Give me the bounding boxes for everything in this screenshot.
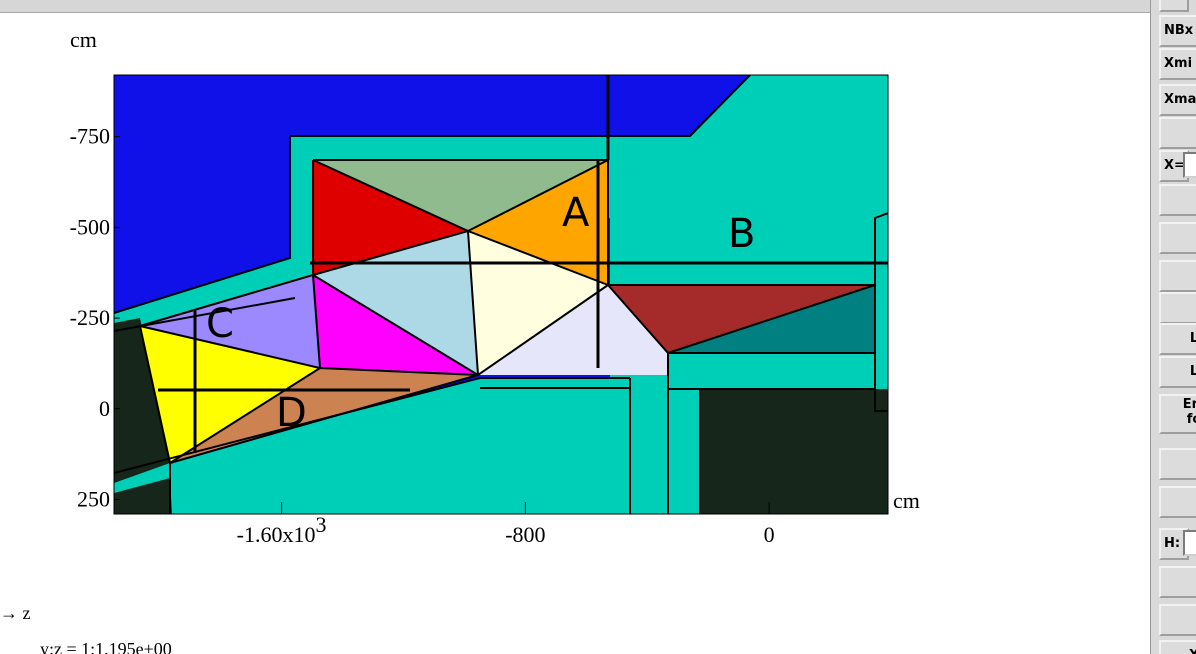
section-cut-lines [158, 75, 888, 453]
panel-button-em-label: Emfo [1182, 397, 1196, 427]
x-tick-label: -1.60x103 [237, 512, 327, 547]
axis-direction-label: z [22, 603, 31, 623]
y-tick-label: -250 [70, 305, 110, 330]
panel-button-18[interactable] [1159, 604, 1196, 636]
x-tick-label: 0 [764, 522, 775, 547]
panel-button-15[interactable] [1159, 486, 1196, 518]
x-tick-label: -800 [505, 522, 545, 547]
region-channel-left [630, 373, 668, 514]
region-lower-teal-band [114, 378, 630, 514]
arrow-right-icon: → [0, 603, 18, 623]
region-red [313, 160, 468, 275]
region-c-yellow [140, 326, 320, 463]
plot-canvas[interactable]: A B C D cm cm -750 -500 -250 0 250 -1.60x103… [0, 13, 1150, 654]
panel-button-l1[interactable]: L [1159, 323, 1196, 355]
region-lavender [140, 275, 320, 368]
region-label-a: A [562, 190, 590, 236]
h-value-input[interactable] [1183, 530, 1196, 556]
region-label-b: B [728, 211, 755, 257]
x-tick-exponent: 3 [316, 512, 327, 537]
xmin-button[interactable]: Xmi [1159, 48, 1196, 80]
aspect-ratio-note: y:z = 1:1.195e+00 [40, 639, 172, 654]
panel-button-em[interactable]: Emfo [1159, 394, 1196, 434]
x-value-input[interactable] [1183, 152, 1196, 178]
region-right-dark-block [700, 389, 888, 514]
region-channel-right [670, 389, 700, 514]
y-axis-unit: cm [70, 27, 97, 52]
y-tick-label: -750 [70, 124, 110, 149]
geometry-plot[interactable]: A B C D cm cm -750 -500 -250 0 250 -1.60x103… [0, 13, 1150, 654]
region-b-brown [608, 285, 875, 353]
region-cream [468, 231, 608, 375]
y-tick-label: 250 [77, 486, 110, 511]
y-tick-label: -500 [70, 214, 110, 239]
y-tick-label: 0 [99, 396, 110, 421]
panel-button-l2[interactable]: L [1159, 356, 1196, 388]
plot-frame [113, 74, 889, 515]
xmax-button[interactable]: Xma [1159, 84, 1196, 116]
region-a-orange [468, 160, 608, 285]
nbx-button[interactable]: NBx [1159, 15, 1196, 47]
axis-direction-note: → z [0, 603, 31, 624]
region-label-d: D [276, 390, 307, 436]
panel-button-14[interactable] [1159, 448, 1196, 480]
region-palelilac [478, 285, 668, 375]
region-left-dark [114, 318, 170, 483]
geometry-regions: A B C D [114, 75, 888, 514]
region-sage [313, 160, 608, 231]
panel-button-8[interactable] [1159, 222, 1196, 254]
top-toolbar [0, 0, 1150, 13]
region-bottom-left-dark [114, 478, 172, 514]
y-axis: -750 -500 -250 0 250 [70, 124, 120, 511]
panel-button-10[interactable] [1159, 292, 1196, 324]
panel-button-19[interactable]: X [1159, 640, 1196, 654]
panel-button-5[interactable] [1159, 117, 1196, 149]
panel-button-top[interactable] [1159, 0, 1189, 12]
panel-button-17[interactable] [1159, 566, 1196, 598]
region-step [670, 353, 875, 389]
control-panel: NBx Xmi Xma X= L L Emfo H: X [1150, 0, 1196, 654]
region-label-c: C [206, 301, 234, 347]
region-outlines [114, 75, 888, 514]
panel-button-7[interactable] [1159, 184, 1196, 216]
panel-button-9[interactable] [1159, 260, 1196, 292]
x-axis-unit: cm [893, 488, 920, 513]
